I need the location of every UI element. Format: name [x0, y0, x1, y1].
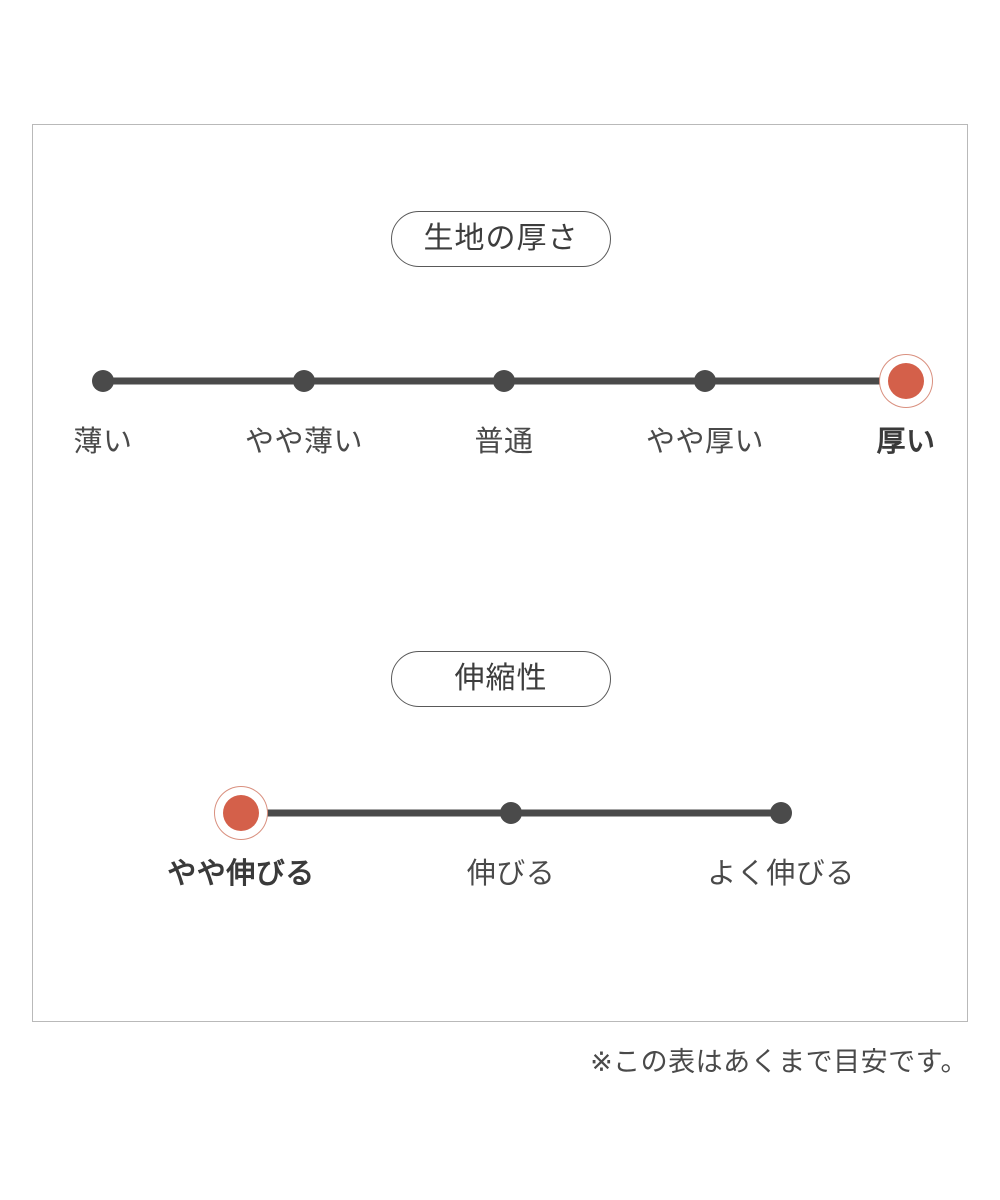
scale-fabric-thickness [92, 351, 924, 411]
scale-dot-fabric-thickness-1[interactable] [92, 370, 114, 392]
scale-labels-fabric-thickness: 薄い やや薄い 普通 やや厚い 厚い [73, 425, 935, 469]
section-heading-stretchiness: 伸縮性 [33, 651, 969, 707]
scale-dot-fabric-thickness-3[interactable] [493, 370, 515, 392]
scale-dot-stretchiness-1-selected[interactable] [223, 795, 259, 831]
scale-label-fabric-thickness-3: 普通 [474, 426, 534, 458]
pill-label-fabric-thickness: 生地の厚さ [423, 222, 579, 255]
scale-label-stretchiness-2: 伸びる [466, 858, 556, 890]
footnote-disclaimer: ※この表はあくまで目安です。 [590, 1047, 968, 1077]
pill-fabric-thickness: 生地の厚さ [391, 211, 611, 267]
scale-dot-fabric-thickness-4[interactable] [694, 370, 716, 392]
section-heading-fabric-thickness: 生地の厚さ [33, 211, 969, 267]
scale-dot-fabric-thickness-5-selected[interactable] [888, 363, 924, 399]
scale-label-fabric-thickness-2: やや薄い [244, 426, 364, 458]
scale-dot-stretchiness-2[interactable] [500, 802, 522, 824]
scale-labels-stretchiness: やや伸びる 伸びる よく伸びる [167, 857, 854, 901]
scale-label-stretchiness-1-selected: やや伸びる [167, 858, 315, 890]
scale-label-fabric-thickness-5-selected: 厚い [876, 426, 936, 458]
scale-stretchiness [223, 783, 792, 843]
spec-panel: 生地の厚さ 薄い やや薄い 普通 やや厚い 厚い 伸縮性 やや伸びる 伸びる よ… [32, 124, 968, 1022]
scale-label-stretchiness-3: よく伸びる [707, 858, 855, 890]
scale-label-fabric-thickness-1: 薄い [73, 426, 133, 458]
scale-dot-fabric-thickness-2[interactable] [293, 370, 315, 392]
scale-dot-stretchiness-3[interactable] [770, 802, 792, 824]
pill-label-stretchiness: 伸縮性 [454, 662, 548, 695]
scale-label-fabric-thickness-4: やや厚い [645, 426, 765, 458]
pill-stretchiness: 伸縮性 [391, 651, 611, 707]
